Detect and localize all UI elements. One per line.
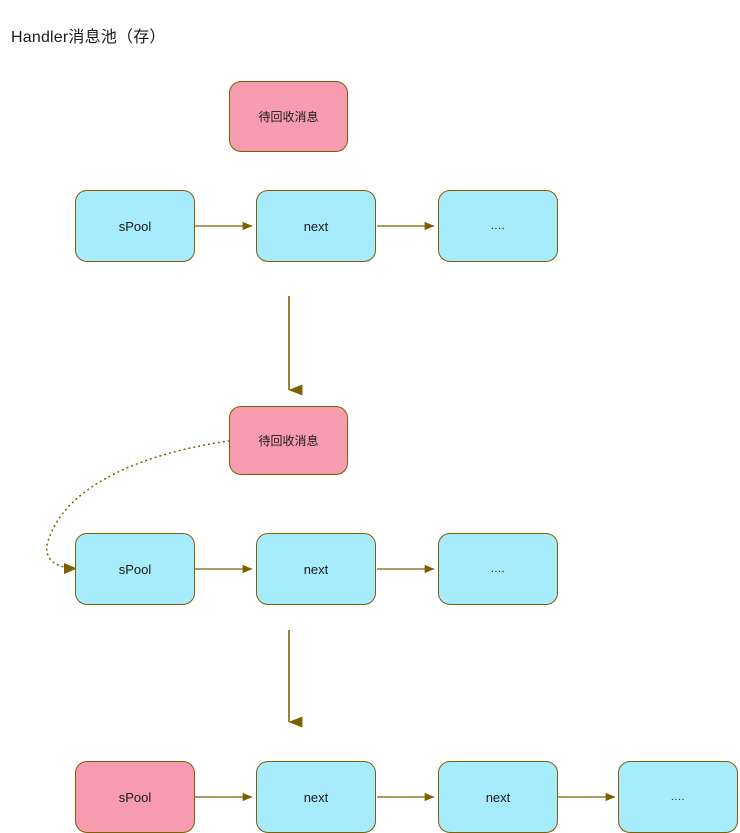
edge-recycle-dotted	[46, 440, 230, 569]
stage1-pending-message-node[interactable]: 待回收消息	[229, 81, 348, 152]
stage1-node-next-label: next	[303, 218, 329, 234]
page-title: Handler消息池（存）	[11, 29, 166, 46]
stage2-node-spool-label: sPool	[118, 561, 152, 577]
stage3-node-next-1-label: next	[303, 789, 329, 805]
stage3-node-rest[interactable]: ....	[618, 761, 738, 833]
stage2-node-rest[interactable]: ....	[438, 533, 558, 605]
stage1-node-rest-label: ....	[490, 219, 506, 232]
edge-recycle-arrowhead	[64, 563, 77, 574]
stage3-node-spool[interactable]: sPool	[75, 761, 195, 833]
stage3-node-next-2[interactable]: next	[438, 761, 558, 833]
stage3-node-rest-label: ....	[670, 790, 686, 803]
stage1-node-spool[interactable]: sPool	[75, 190, 195, 262]
stage3-node-next-1[interactable]: next	[256, 761, 376, 833]
stage2-node-rest-label: ....	[490, 562, 506, 575]
stage3-node-spool-label: sPool	[118, 789, 152, 805]
stage1-node-next[interactable]: next	[256, 190, 376, 262]
stage2-node-next-label: next	[303, 561, 329, 577]
stage2-node-next[interactable]: next	[256, 533, 376, 605]
stage1-node-spool-label: sPool	[118, 218, 152, 234]
stage2-node-spool[interactable]: sPool	[75, 533, 195, 605]
stage2-pending-message-node[interactable]: 待回收消息	[229, 406, 348, 475]
stage1-pending-message-label: 待回收消息	[258, 109, 319, 124]
stage3-node-next-2-label: next	[485, 789, 511, 805]
stage2-pending-message-label: 待回收消息	[258, 433, 319, 448]
stage1-node-rest[interactable]: ....	[438, 190, 558, 262]
